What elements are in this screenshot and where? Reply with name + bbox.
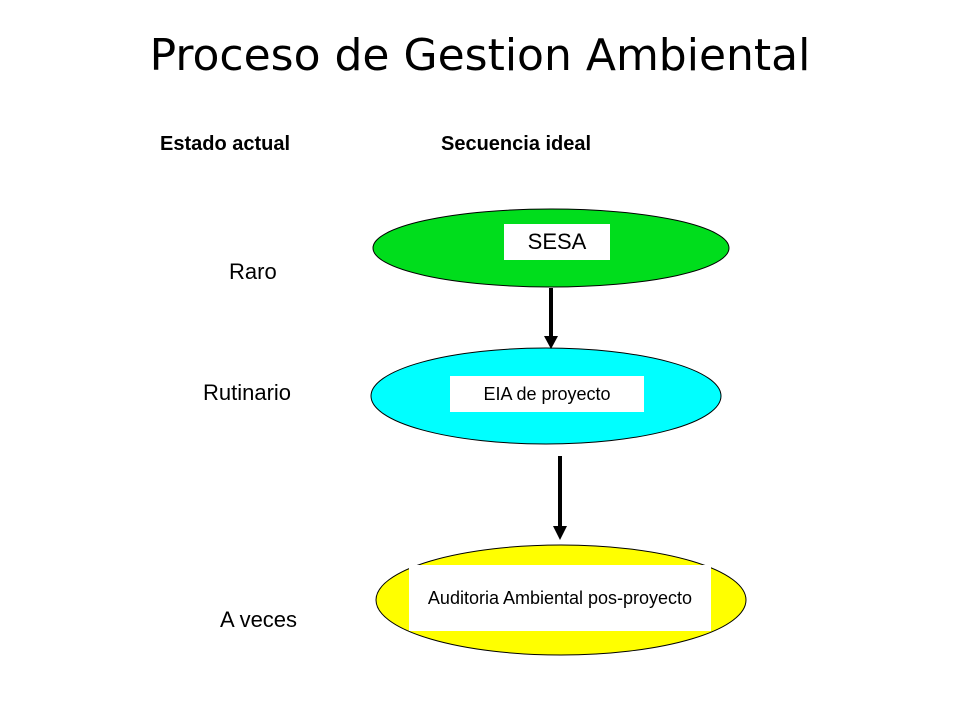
eia-label: EIA de proyecto [450,376,644,412]
arrow-sesa-to-eia-head [544,336,558,349]
state-rutinario: Rutinario [203,380,292,405]
page-title: Proceso de Gestion Ambiental [149,30,811,81]
state-raro: Raro [229,259,277,284]
state-a-veces: A veces [220,607,298,632]
sesa-label: SESA [504,224,610,260]
audit-label: Auditoria Ambiental pos-proyecto [409,565,711,631]
arrow-eia-to-audit-head [553,526,567,540]
header-secuencia-ideal: Secuencia ideal [441,133,592,155]
header-estado-actual: Estado actual [160,133,291,155]
